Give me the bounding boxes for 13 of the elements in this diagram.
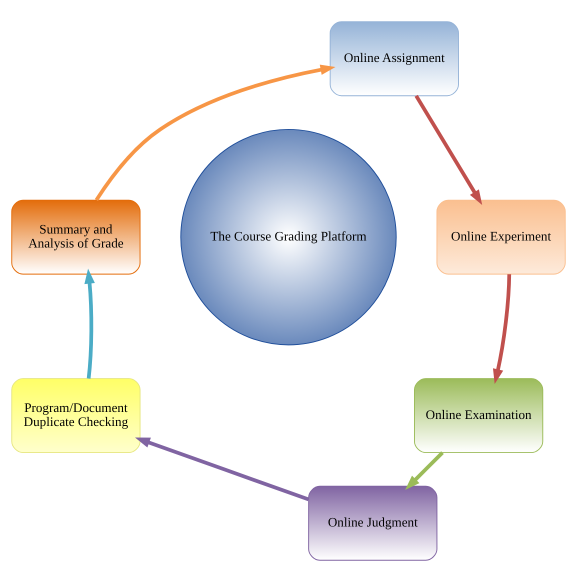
arrow [492, 274, 512, 384]
node-box: Program/Document Duplicate Checking [11, 378, 141, 453]
node-box: Online Judgment [308, 485, 438, 560]
node-box: Online Assignment [330, 20, 459, 96]
node-box: Online Examination [414, 378, 544, 453]
arrow [134, 437, 310, 501]
node-box: Summary and Analysis of Grade [11, 199, 141, 274]
arrow [414, 94, 482, 204]
arrow [84, 268, 95, 378]
node-box: Online Experiment [436, 199, 566, 274]
arrow [94, 64, 336, 200]
arrow [405, 450, 444, 490]
node-circle: The Course Grading Platform [180, 128, 397, 345]
